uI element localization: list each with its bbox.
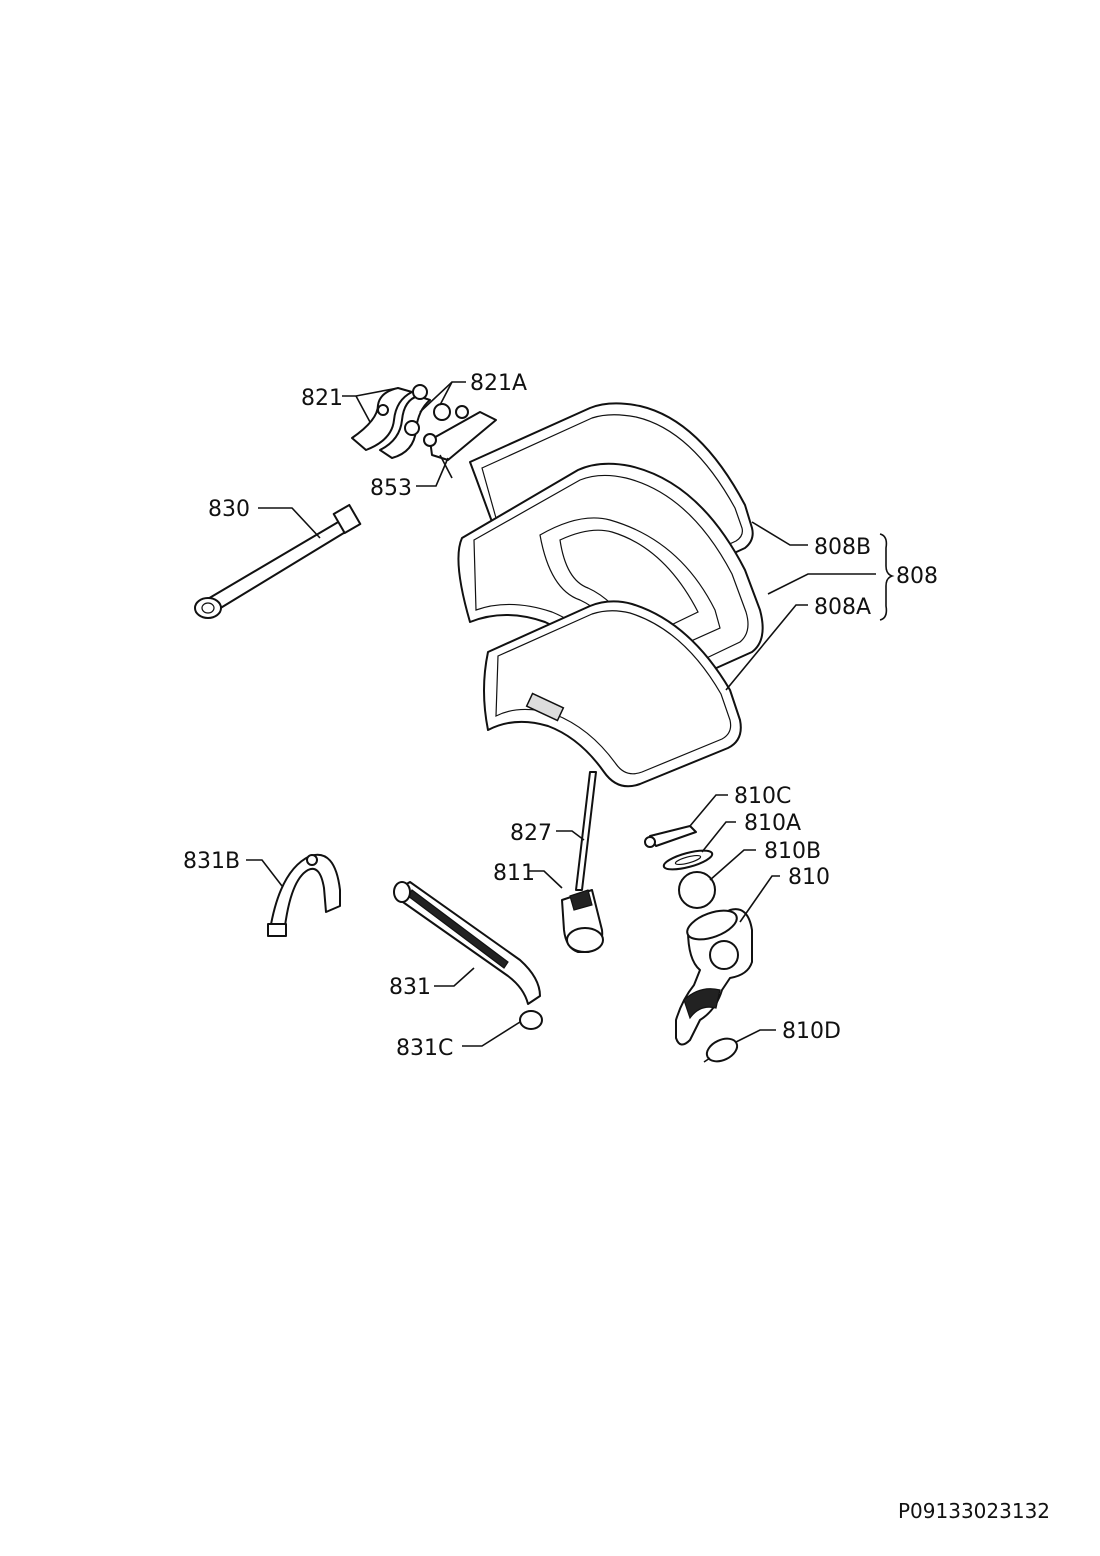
label-808: 808 — [896, 564, 938, 589]
label-810: 810 — [788, 865, 830, 890]
label-810A: 810A — [744, 811, 801, 836]
label-811: 811 — [493, 861, 535, 886]
label-810B: 810B — [764, 839, 821, 864]
part-831-drain-hose — [393, 881, 541, 1005]
part-831C-clamp — [519, 1010, 543, 1030]
part-811-pump-motor — [561, 889, 604, 953]
label-821A: 821A — [470, 371, 527, 396]
label-810C: 810C — [734, 784, 791, 809]
bracket-808 — [879, 533, 895, 621]
label-853: 853 — [370, 476, 412, 501]
label-831: 831 — [389, 975, 431, 1000]
leader-lines — [246, 381, 876, 1047]
drawing-code: P09133023132 — [898, 1499, 1050, 1523]
part-810A-ring — [662, 849, 714, 871]
part-853-hinge — [423, 405, 497, 479]
label-827: 827 — [510, 821, 552, 846]
part-810-pump-housing — [675, 908, 753, 1046]
part-810B-ball — [678, 871, 716, 909]
part-810C-clip — [644, 825, 697, 848]
label-831C: 831C — [396, 1036, 453, 1061]
label-808A: 808A — [814, 595, 871, 620]
part-808A-gasket — [483, 600, 742, 788]
part-821A-caps — [404, 403, 451, 436]
part-827-rod — [575, 771, 597, 891]
label-830: 830 — [208, 497, 250, 522]
label-821: 821 — [301, 386, 343, 411]
part-810D-cap — [703, 1037, 739, 1063]
part-831B-hose-guide — [267, 853, 341, 937]
label-810D: 810D — [782, 1019, 841, 1044]
part-830-inlet-hose — [194, 503, 362, 619]
part-821-hose — [351, 384, 431, 459]
label-808B: 808B — [814, 535, 871, 560]
label-831B: 831B — [183, 849, 240, 874]
